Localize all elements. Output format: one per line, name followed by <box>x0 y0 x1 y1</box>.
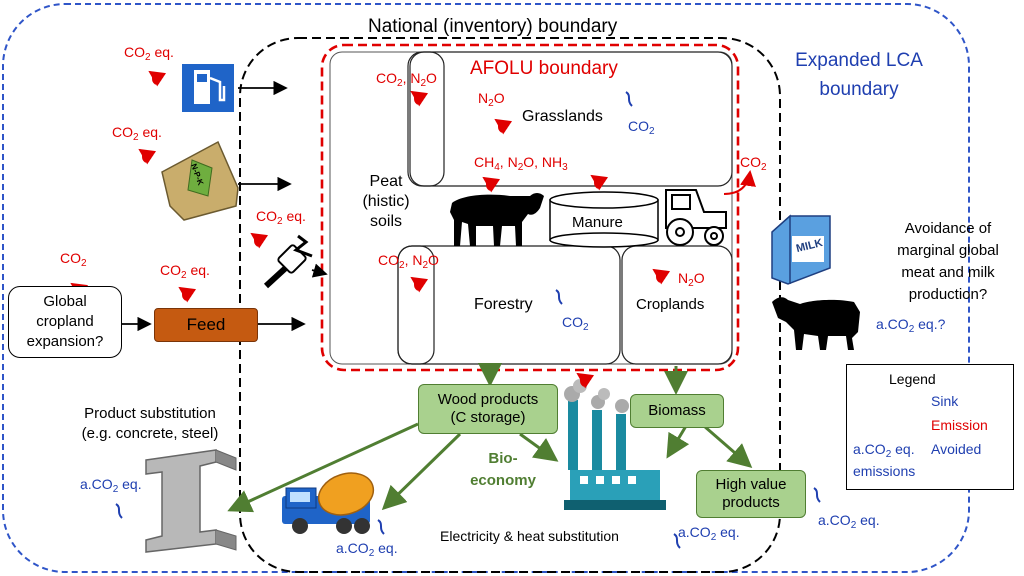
peat-strip-top <box>407 51 445 187</box>
legend-box: Legend Sink Emission a.CO2 eq. Avoided e… <box>846 364 1014 490</box>
emission-arrow-peat-top <box>410 90 429 107</box>
emission-arrow-electricity <box>250 232 269 249</box>
croplands-label: Croplands <box>636 296 705 313</box>
emission-arrow-peat-bottom <box>410 276 429 293</box>
afolu-boundary <box>320 43 740 372</box>
gas-label-peat-top: CO2, N2O <box>376 70 437 89</box>
gas-label-feed: CO2 eq. <box>160 262 210 281</box>
expanded-lca-label: Expanded LCA boundary <box>795 50 923 100</box>
emission-arrow-cow <box>482 176 501 193</box>
grasslands-region <box>409 51 733 187</box>
emission-arrow-tractor <box>723 170 756 195</box>
manure-tank <box>549 191 659 248</box>
gas-label-grass: N2O <box>478 90 505 109</box>
gas-label-global: CO2 <box>60 250 87 269</box>
national-boundary-label: National (inventory) boundary <box>368 16 618 37</box>
tractor-icon <box>665 189 727 246</box>
sink-arrow-electricity <box>673 533 681 549</box>
croplands-region <box>621 245 733 365</box>
gas-label-meat-avoided: a.CO2 eq.? <box>876 316 946 335</box>
emission-arrow-factory <box>576 372 595 389</box>
gas-label-concrete-avoided: a.CO2 eq. <box>336 540 398 559</box>
peat-label: Peat (histic) soils <box>362 173 410 230</box>
gas-label-electricity: CO2 eq. <box>256 208 306 227</box>
electricity-plug-icon <box>263 234 313 289</box>
emission-arrow-feed <box>178 286 197 303</box>
arrow-wood-factory <box>519 432 559 462</box>
legend-avoided-key: a.CO2 eq. <box>853 441 915 460</box>
arrow-biomass-factory <box>666 425 690 459</box>
forestry-label: Forestry <box>474 296 533 313</box>
wood-products-box: Wood products (C storage) <box>418 384 558 434</box>
emission-arrow-fertilizer <box>138 148 157 165</box>
national-boundary <box>239 37 781 573</box>
sink-arrow-forestry <box>555 289 563 305</box>
peat-strip-bottom <box>397 245 435 365</box>
gas-label-grass-sink: CO2 <box>628 118 655 137</box>
expanded-lca-boundary <box>2 3 970 573</box>
concrete-mixer-icon <box>282 472 375 534</box>
cow-icon <box>450 193 544 246</box>
gas-label-highvalue-avoided: a.CO2 eq. <box>818 512 880 531</box>
sink-arrow-concrete <box>377 519 385 535</box>
sink-arrow-highvalue <box>813 487 821 503</box>
grasslands-label: Grasslands <box>522 108 603 125</box>
steel-beam-icon <box>145 449 237 553</box>
gas-label-forestry-sink: CO2 <box>562 314 589 333</box>
milk-carton-icon <box>771 214 831 285</box>
legend-title: Legend <box>889 371 936 387</box>
legend-avoided-label-1: Avoided <box>931 441 982 457</box>
gas-label-tractor: CO2 <box>740 154 767 173</box>
emission-arrow-crop <box>652 268 671 285</box>
sink-arrow-steel <box>115 503 123 519</box>
gas-label-fertilizer: CO2 eq. <box>112 124 162 143</box>
legend-emission-label: Emission <box>931 417 988 433</box>
arrow-wood-concrete <box>381 432 462 511</box>
gas-label-fuel: CO2 eq. <box>124 44 174 63</box>
arrow-electricity <box>311 263 328 278</box>
electricity-heat-label: Electricity & heat substitution <box>440 528 619 544</box>
arrow-wood-steel <box>227 422 419 513</box>
bioeconomy-label: Bio- economy <box>470 450 536 489</box>
legend-sink-label: Sink <box>931 393 959 409</box>
global-cropland-box: Global cropland expansion? <box>8 286 122 358</box>
biomass-box: Biomass <box>630 394 724 428</box>
gas-label-livestock: CH4, N2O, NH3 <box>474 154 568 173</box>
emission-arrow-grass <box>494 118 513 135</box>
gas-label-electricity-avoided: a.CO2 eq. <box>678 524 740 543</box>
factory-icon <box>564 379 666 510</box>
avoidance-label: Avoidance of marginal global meat and mi… <box>897 220 999 303</box>
arrow-biomass-highvalue <box>703 424 753 468</box>
emission-arrow-manure <box>590 174 609 191</box>
cow-outside-icon <box>772 297 860 350</box>
emission-arrow-fuel <box>148 70 167 87</box>
legend-avoided-label-2: emissions <box>853 463 916 479</box>
product-substitution-label: Product substitution (e.g. concrete, ste… <box>81 405 219 442</box>
high-value-products-box: High value products <box>696 470 806 518</box>
sink-arrow-grass <box>625 91 633 107</box>
fuel-pump-icon <box>182 64 234 112</box>
feed-box: Feed <box>154 308 258 342</box>
afolu-boundary-label: AFOLU boundary <box>470 58 618 79</box>
gas-label-peat-bottom: CO2, N2O <box>378 252 439 271</box>
gas-label-steel-avoided: a.CO2 eq. <box>80 476 142 495</box>
fertilizer-bag-icon <box>161 140 239 221</box>
manure-label: Manure <box>572 214 623 231</box>
gas-label-crop: N2O <box>678 270 705 289</box>
